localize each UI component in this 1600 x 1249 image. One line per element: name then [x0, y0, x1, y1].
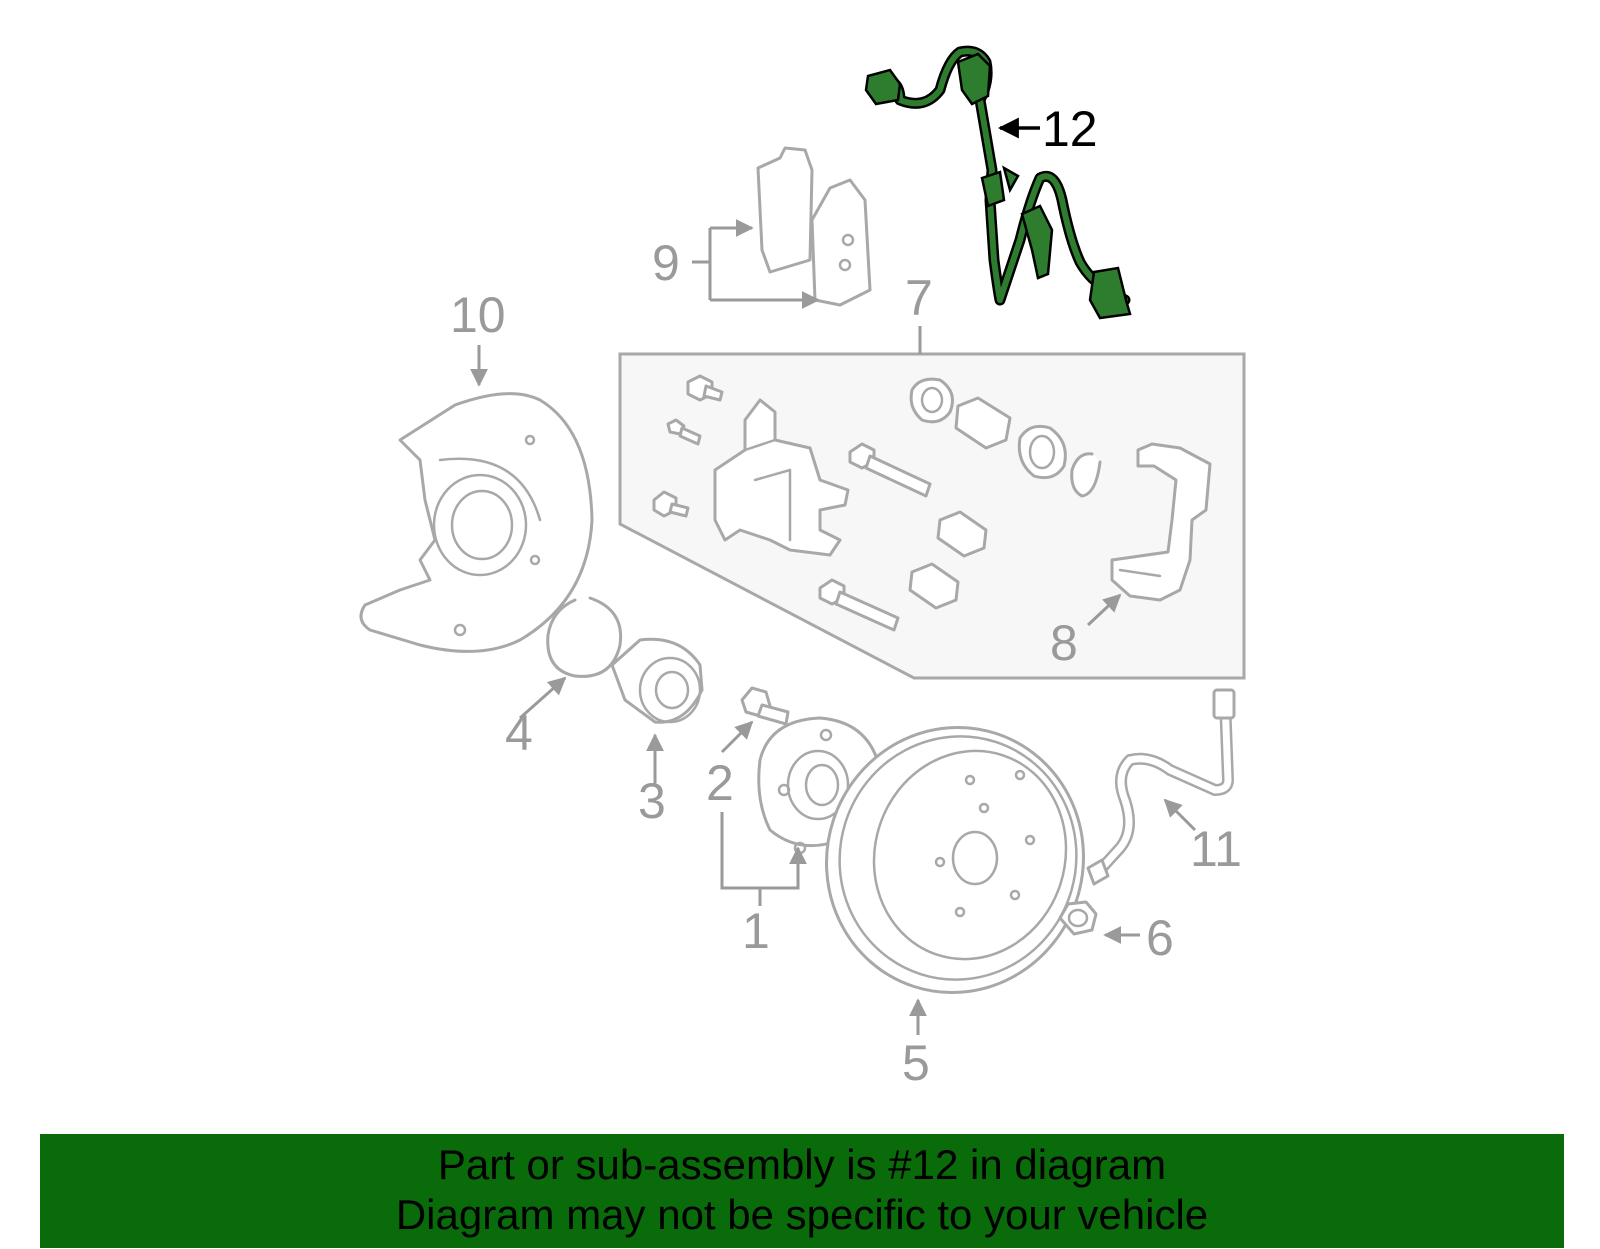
callout-1: 1: [742, 903, 770, 959]
callout-5: 5: [902, 1035, 930, 1091]
brake-assembly-diagram: 1 2 3 4 5 6 7 8 9 10 11 12: [359, 45, 1246, 1091]
banner-line-2: Diagram may not be specific to your vehi…: [395, 1191, 1209, 1238]
callout-6: 6: [1146, 910, 1174, 966]
callout-2: 2: [706, 755, 734, 811]
part-5-rotor[interactable]: [792, 694, 1118, 1035]
part-3-bearing[interactable]: [610, 637, 704, 785]
callout-3: 3: [638, 773, 666, 829]
callout-8: 8: [1050, 615, 1078, 671]
part-4-snap-ring[interactable]: [519, 596, 623, 720]
part-6-nut[interactable]: [1058, 900, 1140, 944]
callout-12: 12: [1042, 101, 1098, 157]
banner-line-1: Part or sub-assembly is #12 in diagram: [437, 1141, 1167, 1188]
part-10-dust-shield[interactable]: [359, 345, 594, 653]
part-8-caliper-bracket[interactable]: [1086, 442, 1212, 627]
callout-4: 4: [505, 705, 533, 761]
info-banner: Part or sub-assembly is #12 in diagram D…: [40, 1134, 1564, 1248]
callout-9: 9: [652, 235, 680, 291]
callout-11: 11: [1190, 821, 1242, 877]
part-9-brake-pads[interactable]: [692, 146, 872, 309]
callout-10: 10: [450, 287, 506, 343]
part-12-abs-sensor[interactable]: [864, 45, 1132, 320]
part-11-brake-hose[interactable]: [1086, 688, 1236, 886]
part-2-hub-bolt[interactable]: [720, 686, 790, 754]
part-7-caliper[interactable]: [652, 374, 1102, 632]
callout-7: 7: [905, 270, 933, 326]
